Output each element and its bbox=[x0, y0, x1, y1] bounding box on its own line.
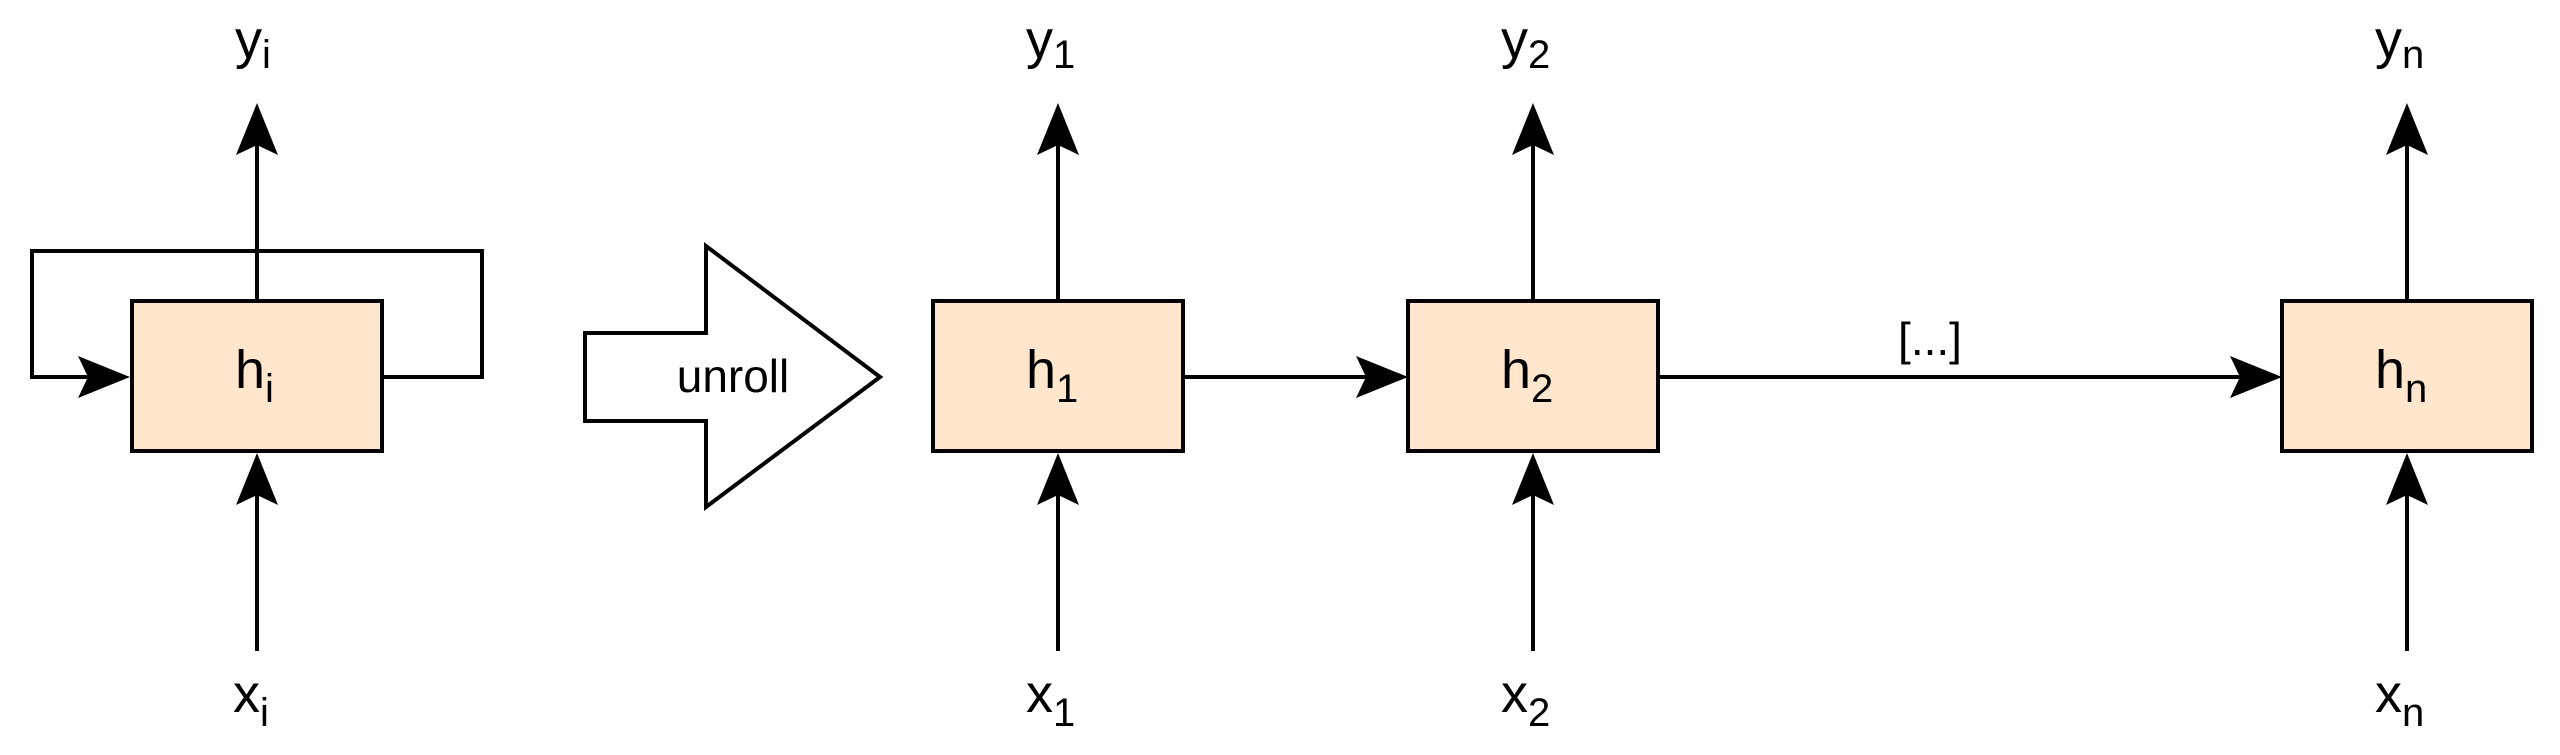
cell-box-n bbox=[2280, 299, 2534, 453]
unrolled-step-2: h2 x2 y2 bbox=[1406, 10, 1660, 735]
output-label-n: yn bbox=[2375, 10, 2424, 77]
output-label-i: yi bbox=[235, 10, 271, 77]
unroll-arrow: unroll bbox=[583, 241, 884, 511]
unrolled-step-n: hn xn yn bbox=[2280, 10, 2534, 735]
output-label-2: y2 bbox=[1501, 10, 1550, 77]
unroll-label: unroll bbox=[677, 350, 790, 402]
cell-label-2: h2 bbox=[1501, 340, 1553, 411]
output-label-1: y1 bbox=[1026, 10, 1075, 77]
cell-label-n: hn bbox=[2375, 340, 2427, 411]
input-label-n: xn bbox=[2375, 664, 2424, 735]
cell-box-2 bbox=[1406, 299, 1660, 453]
unrolled-step-1: h1 x1 y1 bbox=[931, 10, 1185, 735]
input-label-i: xi bbox=[233, 664, 269, 735]
cell-label-1: h1 bbox=[1026, 340, 1078, 411]
ellipsis-label: [...] bbox=[1898, 313, 1962, 365]
input-label-1: x1 bbox=[1026, 664, 1075, 735]
cell-box-1 bbox=[931, 299, 1185, 453]
cell-label-i: hi bbox=[235, 340, 274, 411]
input-label-2: x2 bbox=[1501, 664, 1550, 735]
rolled-cell: hi xi yi bbox=[30, 10, 484, 735]
cell-box-i bbox=[130, 299, 384, 453]
